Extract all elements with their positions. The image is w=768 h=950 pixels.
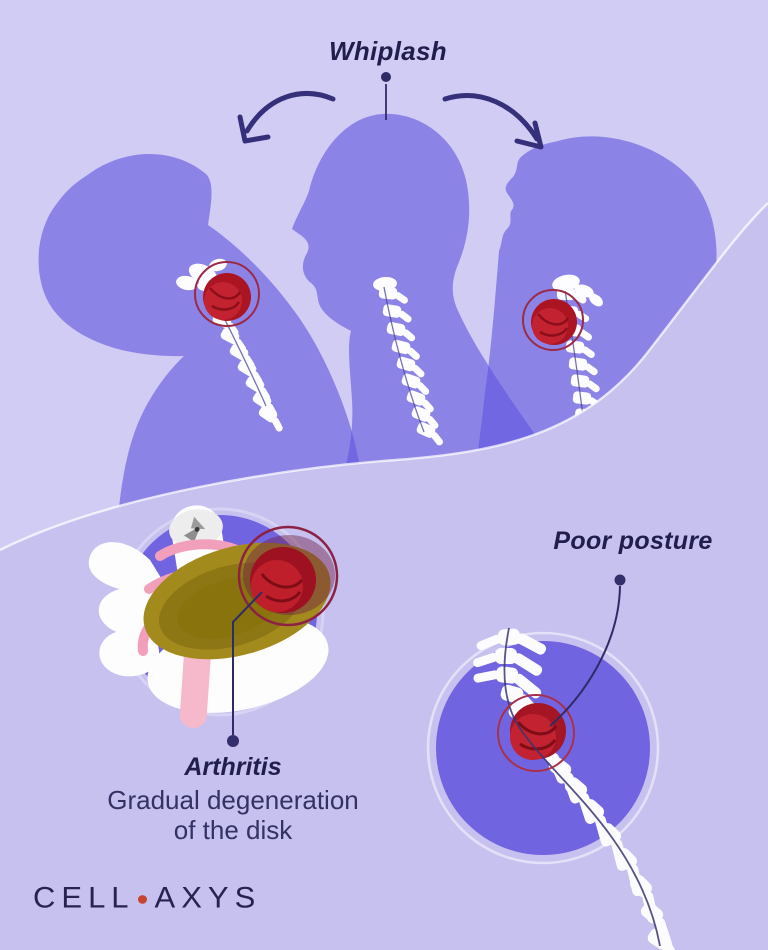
arthritis-label-block: Arthritis Gradual degeneration of the di… <box>73 753 393 846</box>
cervical-spine-middle-icon <box>373 276 449 449</box>
whiplash-label: Whiplash <box>329 36 447 66</box>
pain-spot-left-icon <box>194 261 260 327</box>
nerve-root-pink-icon <box>179 638 212 728</box>
logo-word-left: CELL <box>33 880 135 915</box>
disk-degeneration-illustration <box>88 505 339 747</box>
arrow-left-icon <box>237 91 336 144</box>
arrow-right-icon <box>442 93 544 150</box>
poor-posture-label: Poor posture <box>553 527 713 555</box>
arthritis-leader <box>227 591 263 747</box>
head-flexed-forward-silhouette <box>38 153 369 521</box>
pain-spot-posture-icon <box>510 703 566 760</box>
logo-word-right: AXYS <box>154 880 262 915</box>
whiplash-pointer <box>381 72 391 120</box>
poor-posture-leader <box>549 574 626 727</box>
pain-spot-right-icon <box>522 289 584 351</box>
arthritis-desc-line1: Gradual degeneration <box>107 785 359 815</box>
logo-dot-icon <box>137 894 147 904</box>
pain-spot-disk-icon <box>237 525 339 627</box>
cellaxys-logo: CELL AXYS <box>33 881 261 915</box>
swoosh-divider-line <box>0 202 768 552</box>
poor-posture-illustration <box>426 574 696 950</box>
arthritis-title: Arthritis <box>184 753 282 781</box>
arthritis-desc-line2: of the disk <box>173 815 293 846</box>
